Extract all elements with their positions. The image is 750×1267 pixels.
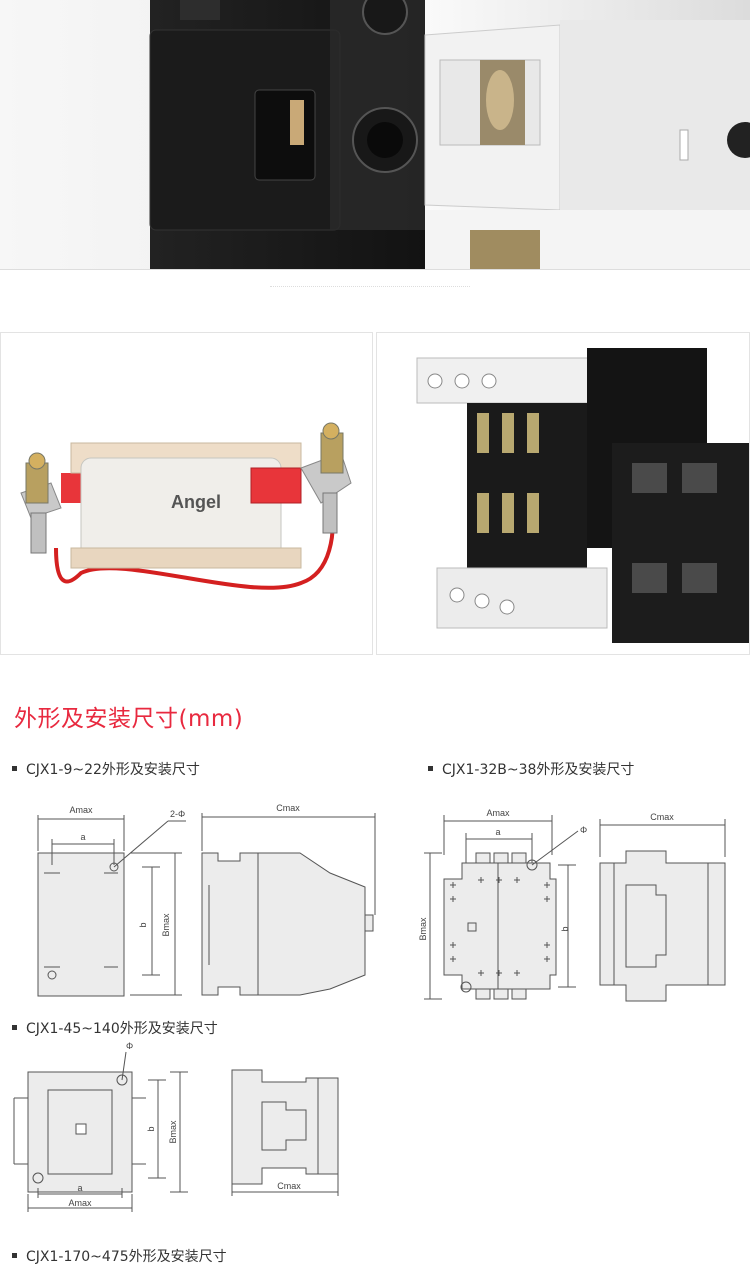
label-a: a bbox=[77, 1183, 82, 1193]
label-bmax: Bmax bbox=[168, 1120, 178, 1144]
contactor-photo bbox=[376, 332, 750, 655]
bullet-square-icon bbox=[12, 1024, 17, 1030]
label-b: b bbox=[560, 926, 570, 931]
coil-image: Angel bbox=[1, 333, 372, 654]
contactor-image bbox=[377, 333, 749, 654]
label-a: a bbox=[80, 832, 85, 842]
caption-cjx1-32b-38: CJX1-32B~38外形及安装尺寸 bbox=[428, 759, 634, 779]
contactor-closeup-image bbox=[0, 0, 750, 269]
label-hole-diameter: 2-Φ bbox=[170, 809, 185, 819]
section-title: 外形及安装尺寸(mm) bbox=[14, 706, 244, 732]
label-cmax: Cmax bbox=[277, 1181, 301, 1191]
label-bmax: Bmax bbox=[418, 917, 428, 941]
bullet-square-icon bbox=[428, 765, 433, 771]
caption-cjx1-170-475: CJX1-170~475外形及安装尺寸 bbox=[12, 1246, 227, 1266]
dimension-drawing-cjx1-9-22: Amax a 2-Φ Cmax b Bmax bbox=[37, 803, 376, 997]
label-hole-diameter: Φ bbox=[580, 825, 587, 835]
label-b: b bbox=[146, 1126, 156, 1131]
coil-photo: Angel bbox=[0, 332, 373, 655]
product-photo-closeup bbox=[0, 0, 750, 270]
label-a: a bbox=[495, 827, 500, 837]
caption-cjx1-9-22: CJX1-9~22外形及安装尺寸 bbox=[12, 759, 200, 779]
label-b: b bbox=[138, 922, 148, 927]
dimension-drawing-cjx1-45-140: Φ a Amax Cmax b Bmax bbox=[13, 1041, 339, 1212]
bullet-square-icon bbox=[12, 1252, 17, 1258]
dimension-drawing-cjx1-32b-38: Amax a Φ Cmax b Bmax bbox=[418, 808, 726, 1002]
label-cmax: Cmax bbox=[650, 812, 674, 822]
label-amax: Amax bbox=[69, 805, 93, 815]
label-bmax: Bmax bbox=[161, 913, 171, 937]
caption-cjx1-45-140: CJX1-45~140外形及安装尺寸 bbox=[12, 1018, 218, 1038]
label-amax: Amax bbox=[486, 808, 510, 818]
label-hole-diameter: Φ bbox=[126, 1041, 133, 1051]
bullet-square-icon bbox=[12, 765, 17, 771]
label-amax: Amax bbox=[68, 1198, 92, 1208]
separator-dots bbox=[270, 286, 470, 288]
coil-brand-label: Angel bbox=[171, 492, 221, 512]
label-cmax: Cmax bbox=[276, 803, 300, 813]
